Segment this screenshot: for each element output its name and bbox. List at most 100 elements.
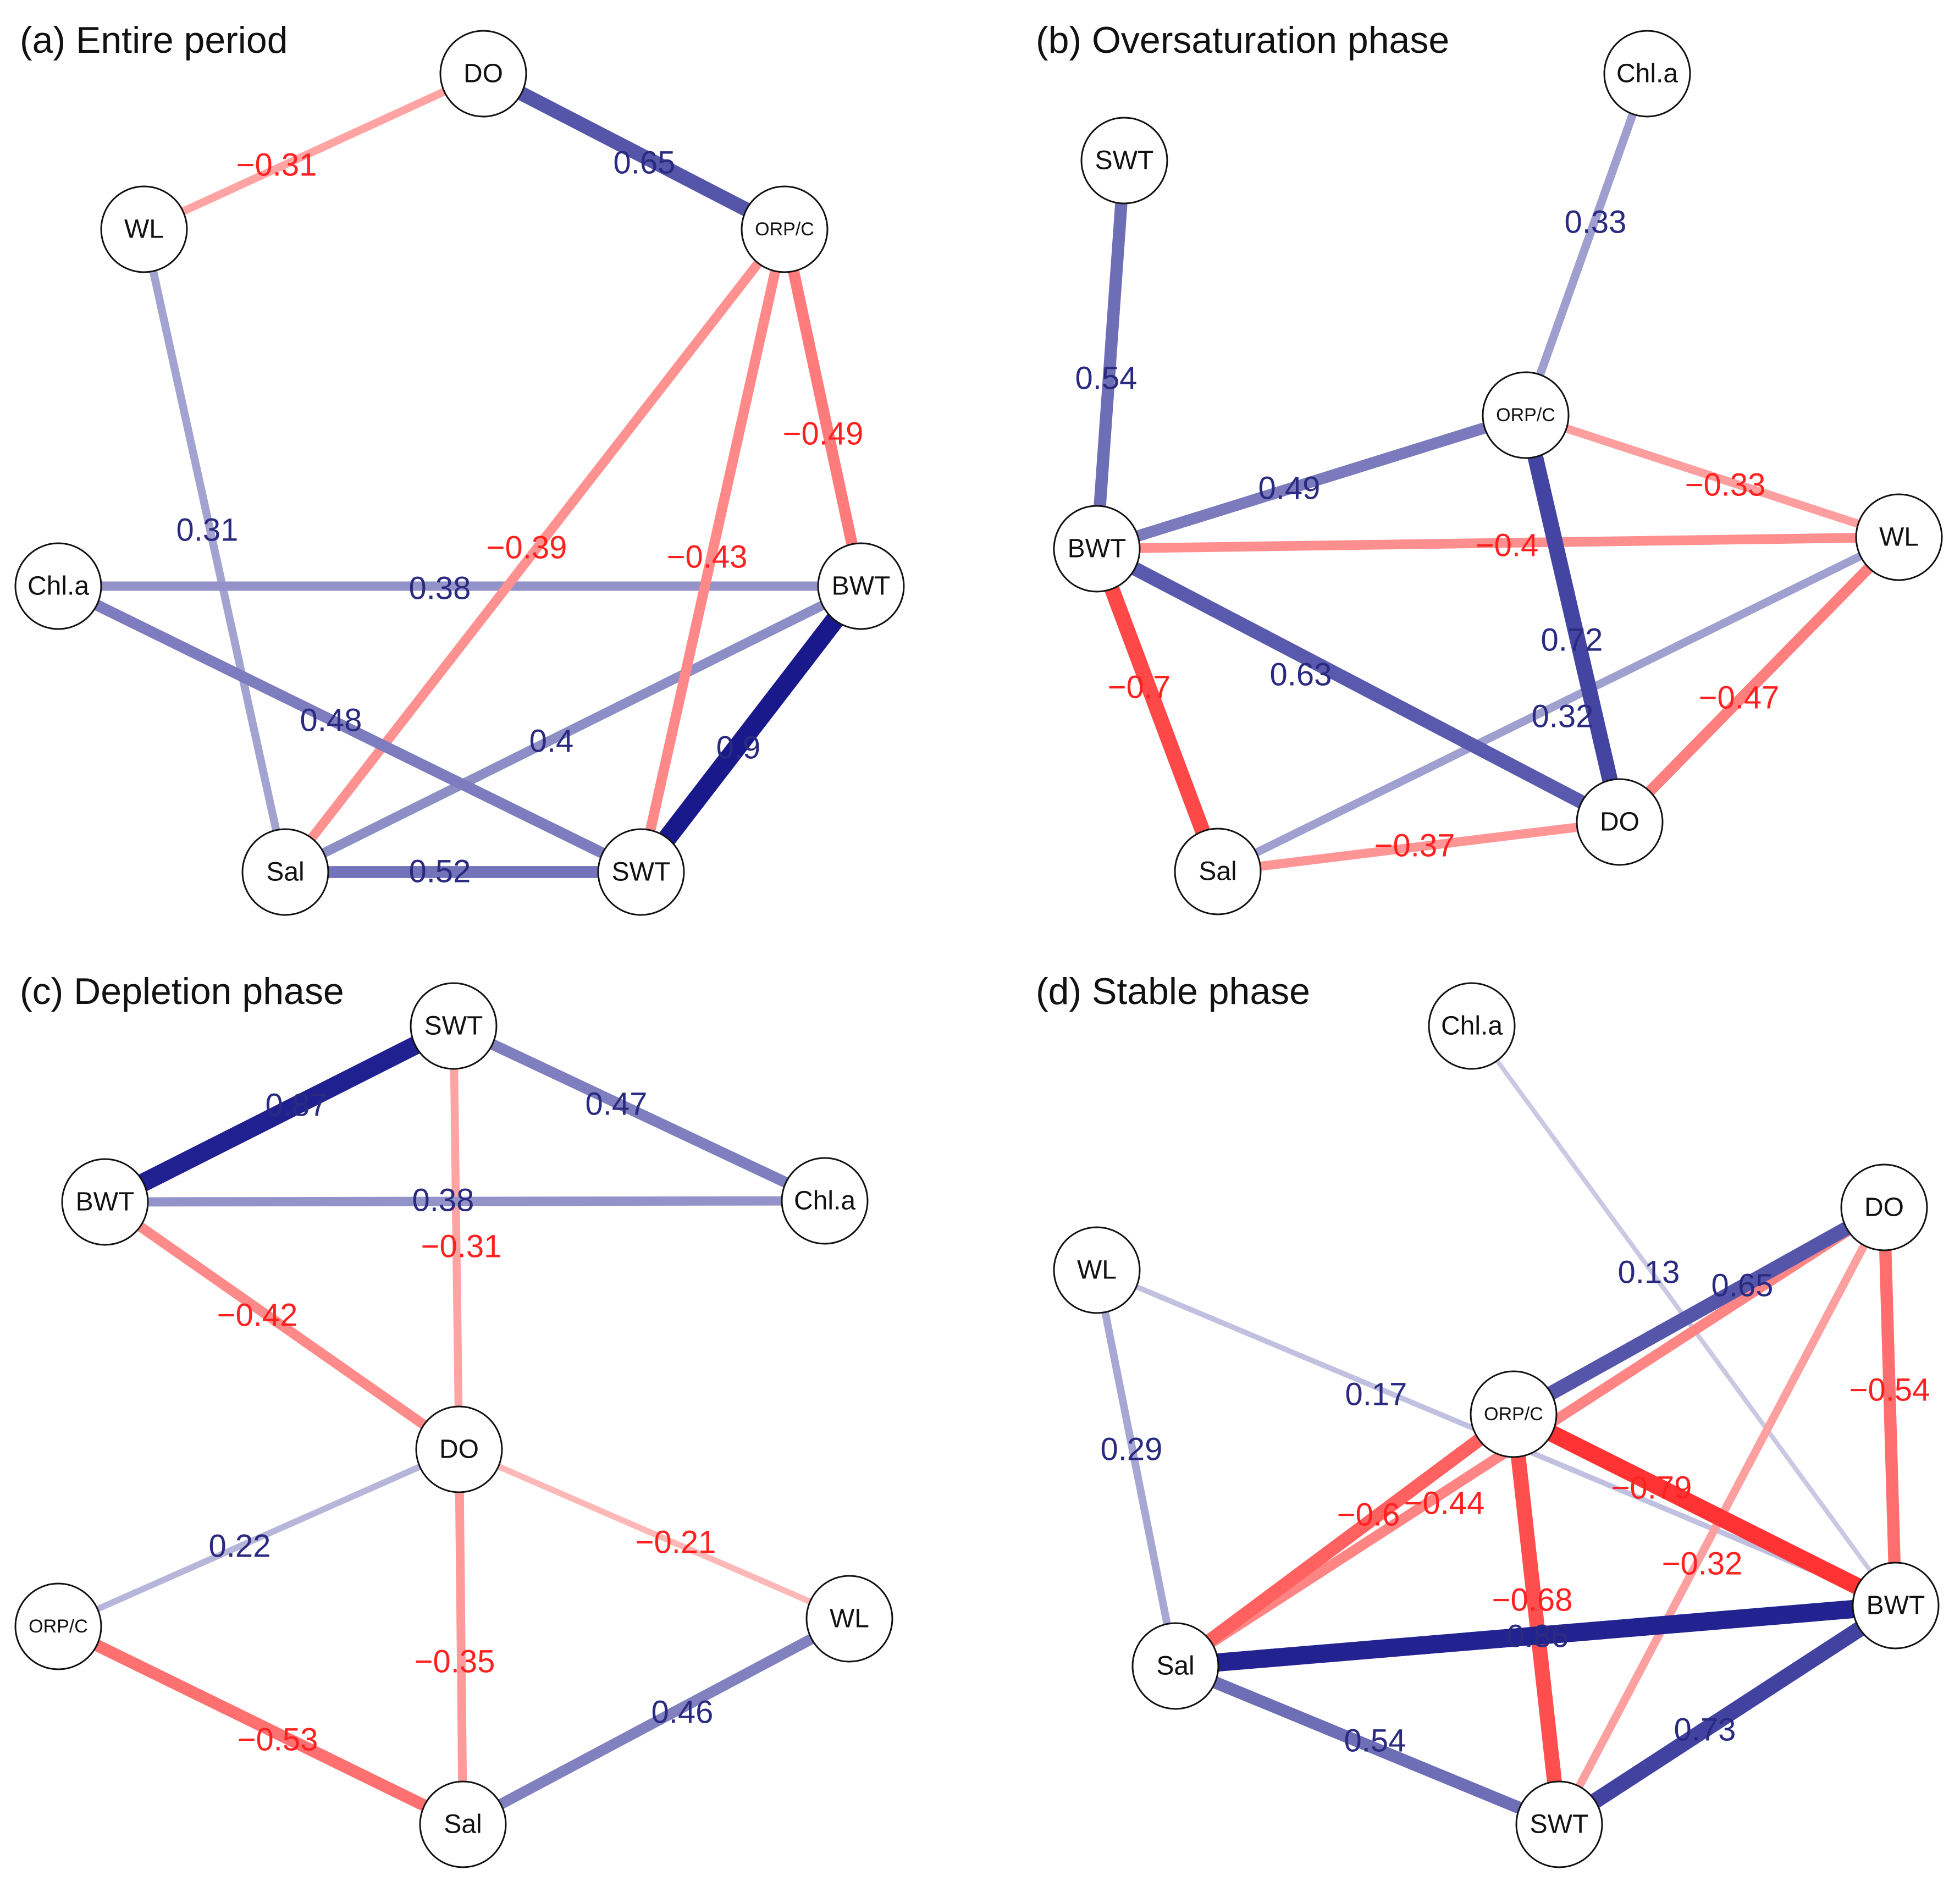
edge-label-orp-c-swt: −0.68: [1492, 1582, 1573, 1618]
edge-orp-c-bwt: [779, 228, 867, 588]
node-wl: WL: [1053, 1226, 1141, 1314]
edge-label-orp-c-swt: −0.43: [667, 539, 748, 575]
edge-bwt-do: [102, 1198, 462, 1454]
edge-label-orp-c-do: 0.72: [1541, 622, 1603, 658]
edge-wl-sal: [460, 1614, 852, 1829]
node-bwt: BWT: [817, 542, 905, 630]
edge-chl-a-orp-c: [1521, 72, 1652, 417]
edge-do-orp-c: [57, 1446, 461, 1630]
panel-b-oversaturation-phase: 0.330.540.49−0.33−0.40.720.63−0.70.32−0.…: [1036, 19, 1943, 915]
panel-b-title: (b) Oversaturation phase: [1036, 19, 1449, 61]
edge-label-wl-sal: 0.31: [176, 512, 239, 548]
edge-swt-chl-a: [451, 1021, 827, 1206]
edge-wl-sal: [140, 228, 290, 873]
node-bwt: BWT: [1053, 505, 1141, 593]
node-wl: WL: [1855, 493, 1943, 581]
edge-orp-c-wl: [1524, 411, 1901, 542]
node-swt: SWT: [1080, 117, 1168, 205]
edge-sal-swt: [1173, 1660, 1562, 1830]
node-circle: [817, 542, 905, 630]
edge-bwt-do: [1094, 542, 1623, 829]
node-circle: [61, 1158, 149, 1246]
edge-label-orp-c-wl: −0.33: [1685, 467, 1766, 503]
node-sal: Sal: [1131, 1622, 1219, 1710]
node-swt: SWT: [410, 982, 498, 1070]
edge-do-bwt: [1878, 1207, 1902, 1606]
node-wl: WL: [100, 185, 188, 273]
edge-label-swt-bwt: 0.54: [1075, 361, 1138, 396]
edge-label-sal-swt: 0.52: [409, 854, 471, 890]
edge-label-do-orp-c: 0.65: [614, 145, 676, 181]
node-orp-c: ORP/C: [14, 1582, 102, 1670]
node-label: Chl.a: [794, 1187, 855, 1216]
edge-bwt-sal: [1089, 546, 1225, 874]
node-orp-c: ORP/C: [741, 185, 829, 273]
edge-label-swt-do: −0.31: [421, 1229, 502, 1265]
edge-label-sal-swt: 0.54: [1344, 1723, 1406, 1759]
edge-do-wl: [457, 1446, 851, 1622]
node-label: Chl.a: [1441, 1012, 1503, 1041]
edge-swt-bwt: [1090, 160, 1131, 549]
edge-orp-c-bwt: [1510, 1406, 1900, 1613]
node-bwt: BWT: [1852, 1562, 1940, 1650]
node-circle: [1053, 1226, 1141, 1314]
edge-sal-do: [1217, 817, 1621, 876]
node-label: Sal: [1199, 857, 1236, 886]
edge-label-orp-c-sal: −0.53: [238, 1722, 318, 1758]
node-circle: [410, 982, 498, 1070]
edge-label-chl-a-swt: 0.48: [300, 703, 362, 738]
edge-do-orp-c: [1510, 1201, 1888, 1421]
edge-wl-sal: [1093, 1269, 1179, 1667]
node-label: Chl.a: [1616, 59, 1678, 89]
edge-label-bwt-chl-a: 0.38: [412, 1183, 474, 1218]
edge-bwt-wl: [1096, 532, 1900, 554]
node-label: WL: [1077, 1256, 1117, 1285]
edge-label-orp-c-bwt: −0.49: [783, 416, 864, 452]
node-label: DO: [463, 59, 503, 89]
node-label: ORP/C: [755, 219, 814, 240]
node-circle: [419, 1780, 507, 1868]
node-sal: Sal: [1174, 828, 1262, 915]
node-circle: [1053, 505, 1141, 593]
node-label: Chl.a: [27, 572, 89, 601]
edge-label-do-sal: −0.35: [415, 1644, 495, 1680]
edge-label-wl-sal: 0.29: [1101, 1432, 1163, 1468]
edge-label-do-orp-c: 0.65: [1711, 1268, 1774, 1304]
edge-swt-do: [449, 1025, 463, 1450]
node-label: ORP/C: [1484, 1404, 1543, 1425]
edge-label-swt-chl-a: 0.47: [586, 1086, 648, 1122]
edge-orp-c-swt: [636, 228, 790, 874]
edge-label-wl-sal: 0.32: [1532, 699, 1594, 735]
node-circle: [100, 185, 188, 273]
edge-label-bwt-swt: 0.73: [1674, 1712, 1736, 1748]
node-circle: [1428, 982, 1516, 1070]
node-label: BWT: [832, 572, 891, 601]
edge-orp-c-sal: [56, 1621, 466, 1830]
node-label: ORP/C: [1496, 405, 1555, 426]
edge-label-do-orp-c: 0.22: [209, 1529, 271, 1564]
node-circle: [415, 1405, 503, 1493]
node-circle: [1482, 371, 1570, 459]
node-label: SWT: [1095, 146, 1154, 175]
node-circle: [1852, 1562, 1940, 1650]
node-sal: Sal: [241, 828, 329, 916]
panel-c-title: (c) Depletion phase: [20, 970, 344, 1012]
node-circle: [14, 542, 102, 630]
node-circle: [1131, 1622, 1219, 1710]
node-do: DO: [1576, 778, 1664, 866]
edge-label-orp-c-sal: −0.39: [487, 530, 567, 566]
node-circle: [14, 1582, 102, 1670]
edge-do-sal: [455, 1449, 467, 1825]
edge-chl-a-swt: [56, 581, 644, 878]
edge-label-wl-do: −0.47: [1699, 680, 1780, 716]
node-circle: [1855, 493, 1943, 581]
edge-label-bwt-sal: 0.4: [529, 724, 574, 759]
node-circle: [781, 1157, 869, 1245]
edge-swt-bwt: [101, 1018, 458, 1210]
edge-label-do-sal: −0.44: [1404, 1486, 1485, 1521]
node-circle: [741, 185, 829, 273]
edge-wl-do: [1615, 533, 1903, 826]
edge-label-bwt-wl: −0.4: [1476, 528, 1539, 564]
